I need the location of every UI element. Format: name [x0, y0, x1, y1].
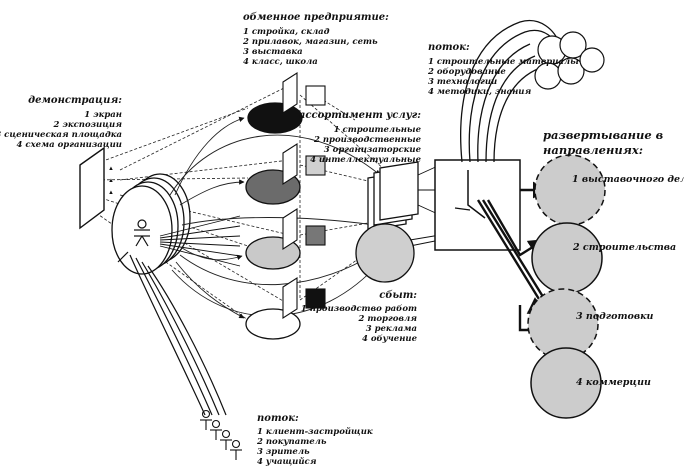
svg-text:▲: ▲: [108, 178, 114, 184]
assortment-label-group: ассортимент услуг: 1 строительные 2 прои…: [299, 110, 422, 165]
flow-top-item: 3 технологии: [428, 77, 497, 87]
demonstration-screen: ▲ ▲ ▲: [79, 146, 114, 230]
flow-top-title: поток:: [428, 42, 470, 53]
exchange-ellipse-1: [247, 102, 303, 134]
service-square-1: [305, 85, 326, 106]
flow-bottom-item: 3 зритель: [257, 447, 310, 457]
deployment-title-line1: развертывание в: [543, 128, 664, 142]
service-sheets-stack: [367, 161, 419, 231]
service-square-3: [305, 225, 326, 246]
svg-text:▲: ▲: [108, 190, 114, 196]
flow-bottom-item: 4 учащийся: [257, 456, 317, 467]
flow-bottom-title: поток:: [257, 413, 299, 424]
demonstration-item: 4 схема организации: [17, 140, 122, 150]
demonstration-label-group: демонстрация: 1 экран 2 экспозиция 3 сце…: [0, 95, 122, 150]
bottom-flow-curves: [129, 254, 227, 416]
sales-item: 4 обучение: [362, 333, 418, 344]
assortment-item: 4 интеллектуальные: [310, 155, 422, 165]
exchange-item: 3 выставка: [243, 47, 303, 57]
service-squares: [305, 85, 326, 309]
deployment-title-line2: направлениях:: [543, 143, 643, 157]
flow-top-item: 2 оборудование: [427, 66, 506, 77]
exchange-item: 2 прилавок, магазин, сеть: [242, 37, 378, 47]
sales-item: 1 производство работ: [301, 303, 417, 314]
service-square-2: [305, 155, 326, 176]
flow-bottom-item: 1 клиент-застройщик: [257, 426, 373, 437]
exchange-flags: [282, 71, 298, 320]
flow-top-item: 4 методики, знания: [428, 87, 531, 97]
flow-top-item: 1 строительные материалы: [428, 57, 579, 67]
demonstration-title: демонстрация:: [28, 95, 122, 106]
deployment-label-group: развертывание в направлениях: 1 выставоч…: [543, 128, 684, 388]
flow-bottom-label-group: поток: 1 клиент-застройщик 2 покупатель …: [256, 413, 373, 467]
sales-circle: [355, 223, 415, 283]
exchange-item: 1 стройка, склад: [243, 26, 330, 37]
exchange-ellipse-4: [245, 308, 301, 340]
disc-to-exchange-arrows: [169, 116, 381, 319]
sales-label-group: сбыт: 1 производство работ 2 торговля 3 …: [301, 290, 418, 344]
sales-item: 3 реклама: [366, 324, 417, 334]
client-figure-icon: [117, 219, 150, 263]
deployment-circles: [527, 154, 606, 419]
sales-title: сбыт:: [379, 290, 417, 301]
assortment-item: 1 строительные: [334, 125, 422, 135]
client-figures-icon: [200, 409, 242, 460]
balloon-cluster: [534, 31, 605, 90]
assortment-title: ассортимент услуг:: [299, 110, 421, 121]
deployment-item: 2 строительства: [572, 242, 676, 253]
exchange-item: 4 класс, школа: [243, 57, 318, 67]
deployment-circle-4: [530, 347, 602, 419]
deployment-circle-1: [534, 154, 606, 226]
client-disc-stack: [111, 173, 191, 275]
demonstration-item: 2 экспозиция: [52, 120, 122, 130]
flow-bottom-item: 2 покупатель: [256, 437, 327, 447]
flow-top-label-group: поток: 1 строительные материалы 2 оборуд…: [427, 42, 579, 97]
assortment-item: 3 организаторские: [324, 145, 422, 155]
assortment-item: 2 производственные: [313, 135, 422, 145]
factory-square: [434, 159, 521, 251]
deployment-item: 3 подготовки: [576, 311, 654, 322]
deployment-circle-2: [531, 222, 603, 294]
deployment-item: 4 коммерции: [576, 377, 651, 388]
deployment-item: 1 выставочного дела: [572, 174, 684, 185]
demonstration-item: 3 сценическая площадка: [0, 130, 122, 140]
sales-item: 2 торговля: [358, 314, 418, 324]
service-square-4: [305, 288, 326, 309]
exchange-label-group: обменное предприятие: 1 стройка, склад 2…: [242, 12, 389, 67]
svg-text:▲: ▲: [108, 166, 114, 172]
demonstration-item: 1 экран: [84, 110, 122, 120]
exchange-title: обменное предприятие:: [243, 12, 389, 23]
